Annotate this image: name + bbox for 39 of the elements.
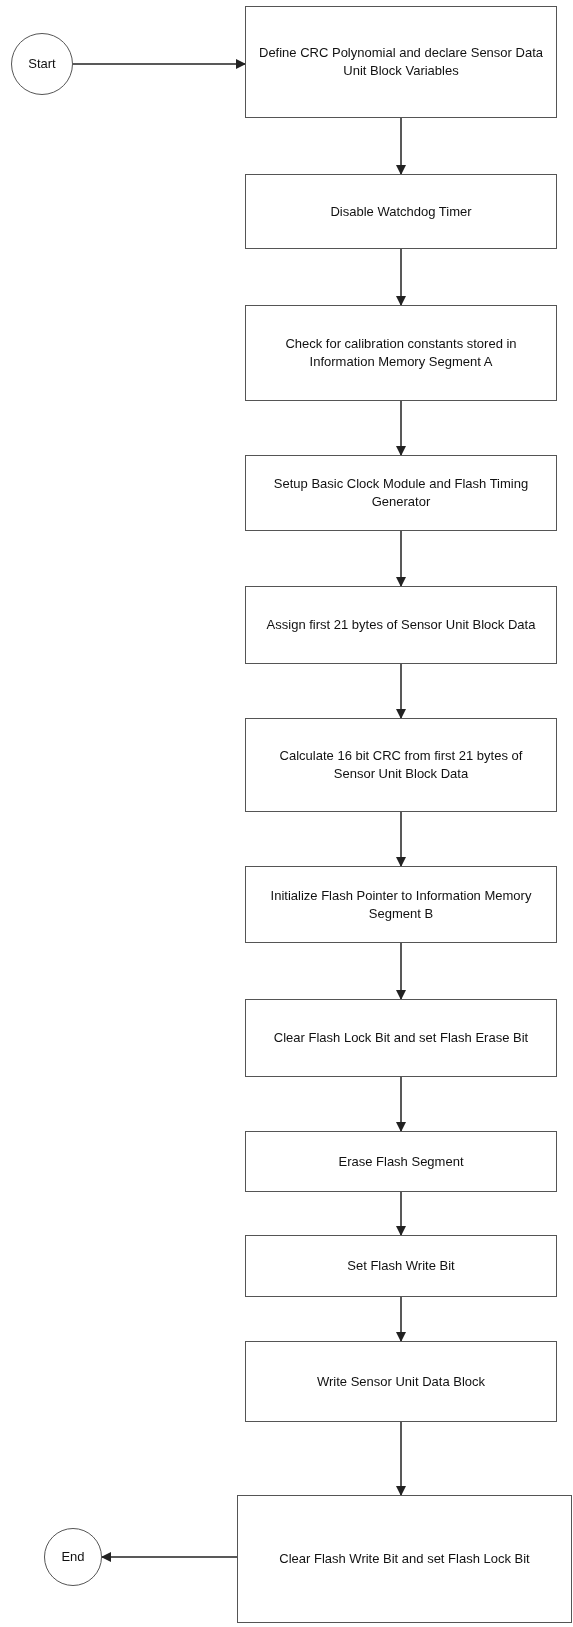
process-box — [245, 866, 557, 943]
process-box — [245, 718, 557, 812]
node-text: Clear Flash Lock Bit and set Flash Erase Bit — [273, 1029, 529, 1047]
process-box — [245, 1131, 557, 1192]
node-text: Initialize Flash Pointer to Information Memory Segment B — [269, 886, 533, 923]
process-box — [245, 586, 557, 664]
node-text: Disable Watchdog Timer — [330, 202, 472, 221]
arrow — [396, 117, 406, 175]
process-box — [245, 305, 557, 401]
arrow — [396, 1296, 406, 1342]
node-text: Clear Flash Write Bit and set Flash Lock Bit — [279, 1550, 530, 1568]
arrow — [72, 59, 246, 69]
arrow — [396, 1421, 406, 1496]
node-text: Calculate 16 bit CRC from first 21 bytes of Sensor Unit Block Data — [278, 747, 524, 783]
arrow — [396, 1076, 406, 1132]
arrow — [396, 530, 406, 587]
arrow — [396, 1191, 406, 1236]
node-text: Start — [28, 55, 56, 73]
process-box — [245, 1341, 557, 1422]
node-text: Set Flash Write Bit — [347, 1257, 455, 1275]
arrow — [101, 1552, 238, 1562]
arrow — [396, 248, 406, 306]
arrow — [396, 663, 406, 719]
arrow — [396, 942, 406, 1000]
node-text: Define CRC Polynomial and declare Sensor Data Unit Block Variables — [258, 44, 544, 80]
node-text: Write Sensor Unit Data Block — [316, 1372, 486, 1391]
process-box — [245, 1235, 557, 1297]
process-box — [245, 455, 557, 531]
node-text: End — [61, 1548, 85, 1566]
node-text: Check for calibration constants stored in Information Memory Segment A — [284, 335, 518, 371]
node-text: Assign first 21 bytes of Sensor Unit Block Data — [266, 616, 536, 634]
arrow — [396, 811, 406, 867]
node-text: Erase Flash Segment — [338, 1152, 464, 1171]
process-box — [237, 1495, 572, 1623]
process-box — [245, 6, 557, 118]
node-text: Setup Basic Clock Module and Flash Timing Generator — [272, 475, 530, 511]
process-box — [245, 174, 557, 249]
process-box — [245, 999, 557, 1077]
arrow — [396, 400, 406, 456]
